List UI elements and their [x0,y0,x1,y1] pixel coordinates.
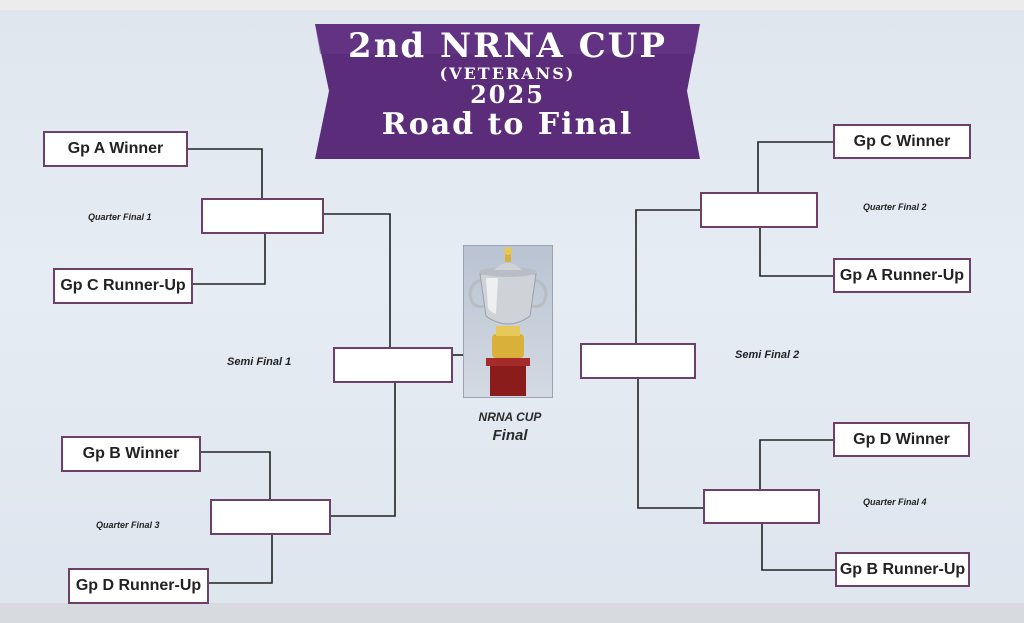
label-semi-final-1: Semi Final 1 [227,356,292,368]
line-qf2-sf2 [635,209,700,343]
trophy-image [463,245,553,398]
label-quarter-final-3: Quarter Final 3 [96,520,160,530]
team-box-gp-c-winner: Gp C Winner [833,124,971,159]
team-box-gp-a-runner-up: Gp A Runner-Up [833,258,971,293]
team-box-gp-b-runner-up: Gp B Runner-Up [835,552,970,587]
label-quarter-final-2: Quarter Final 2 [863,202,927,212]
title-banner [315,24,700,159]
qf4-winner-box [703,489,820,524]
line-qf2-top [757,141,833,192]
banner-line-3: 2025 [470,80,545,109]
label-quarter-final-4: Quarter Final 4 [863,497,927,507]
line-qf2-bottom [759,228,833,277]
bottom-frame [0,603,1024,623]
final-cup-label: NRNA CUP [478,410,542,424]
line-qf4-top [759,439,833,489]
qf3-winner-box [210,499,331,535]
line-qf1-sf1 [323,213,391,347]
line-qf1-bottom [192,234,266,285]
final-label: Final [492,427,528,444]
line-qf4-bottom [761,524,835,571]
banner-line-1: 2nd NRNA CUP [348,26,667,66]
team-box-gp-b-winner: Gp B Winner [61,436,201,472]
qf1-winner-box [201,198,324,234]
team-box-gp-a-winner: Gp A Winner [43,131,188,167]
sf1-winner-box [333,347,453,383]
line-qf1-top [187,148,263,198]
trophy-icon [468,247,548,396]
line-qf3-top [200,451,271,499]
line-qf3-bottom [208,535,273,584]
final-label-group: NRNA CUP Final [470,410,550,444]
label-semi-final-2: Semi Final 2 [735,349,800,361]
banner-line-4: Road to Final [381,107,634,142]
team-box-gp-d-runner-up: Gp D Runner-Up [68,568,209,604]
qf2-winner-box [700,192,818,228]
banner-title: 2nd NRNA CUP (VETERANS) 2025 Road to Fin… [315,26,700,142]
line-qf3-sf1 [330,383,396,517]
team-box-gp-c-runner-up: Gp C Runner-Up [53,268,193,304]
top-frame [0,0,1024,10]
sf2-winner-box [580,343,696,379]
label-quarter-final-1: Quarter Final 1 [88,212,152,222]
line-qf4-sf2 [637,379,703,509]
team-box-gp-d-winner: Gp D Winner [833,422,970,457]
banner-line-2: (VETERANS) [439,64,576,83]
